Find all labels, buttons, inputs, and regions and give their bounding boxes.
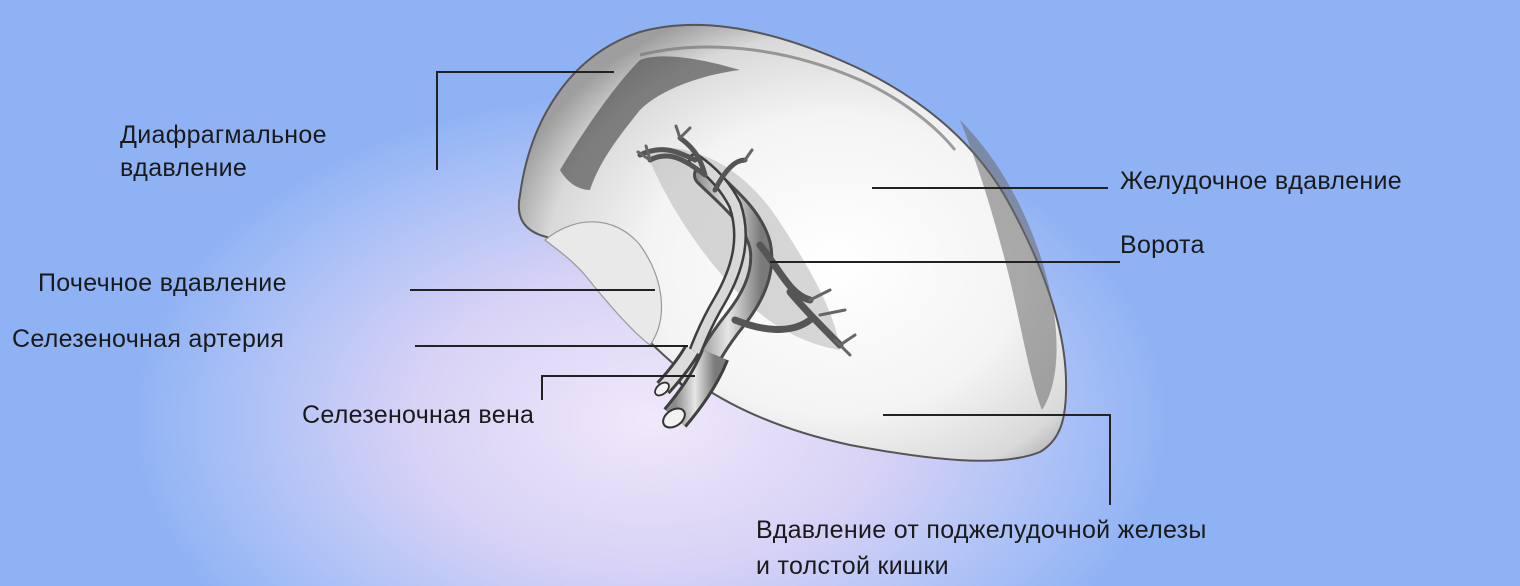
label-diaphragm-line1: Диафрагмальное <box>120 119 327 152</box>
label-splenic-artery: Селезеночная артерия <box>12 323 284 356</box>
label-gastric-impression: Желудочное вдавление <box>1120 165 1402 198</box>
label-diaphragm-line2: вдавление <box>120 152 247 185</box>
label-pancreas-colon-line1: Вдавление от поджелудочной железы <box>756 514 1207 547</box>
label-splenic-vein: Селезеночная вена <box>302 399 534 432</box>
label-pancreas-colon-line2: и толстой кишки <box>756 550 949 583</box>
label-renal-impression: Почечное вдавление <box>38 267 287 300</box>
label-hilum: Ворота <box>1120 229 1205 262</box>
